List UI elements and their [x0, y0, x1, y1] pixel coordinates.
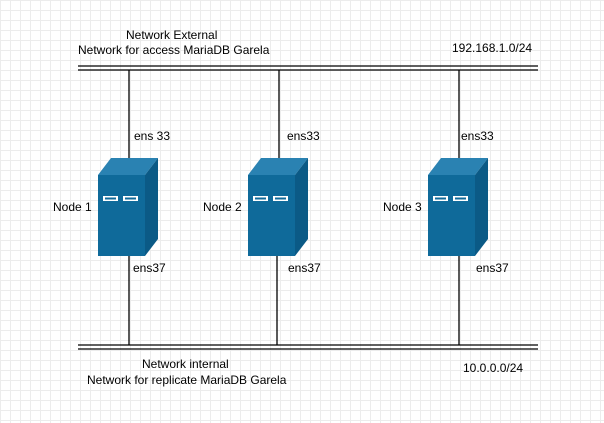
- internal-network-subnet: 10.0.0.0/24: [463, 361, 524, 375]
- node1-ext-iface: ens 33: [134, 129, 171, 143]
- server-icon-node3: [428, 158, 488, 256]
- node2-label: Node 2: [203, 200, 242, 214]
- node1-int-iface: ens37: [133, 261, 166, 275]
- node3-int-iface: ens37: [476, 261, 509, 275]
- server-icon-node2: [248, 158, 308, 256]
- node3-ext-iface: ens33: [461, 129, 494, 143]
- node3-label: Node 3: [383, 200, 422, 214]
- external-network-title: Network External: [126, 28, 218, 42]
- internal-network-subtitle: Network for replicate MariaDB Garela: [87, 373, 287, 387]
- external-network-subnet: 192.168.1.0/24: [452, 41, 533, 55]
- external-network-subtitle: Network for access MariaDB Garela: [78, 43, 270, 57]
- node2-ext-iface: ens33: [287, 129, 320, 143]
- external-network-bus: [78, 65, 538, 71]
- internal-network-bus: [78, 344, 538, 350]
- node2-int-iface: ens37: [288, 261, 321, 275]
- server-icon-node1: [98, 158, 158, 256]
- node1-label: Node 1: [53, 200, 92, 214]
- internal-network-title: Network internal: [142, 357, 229, 371]
